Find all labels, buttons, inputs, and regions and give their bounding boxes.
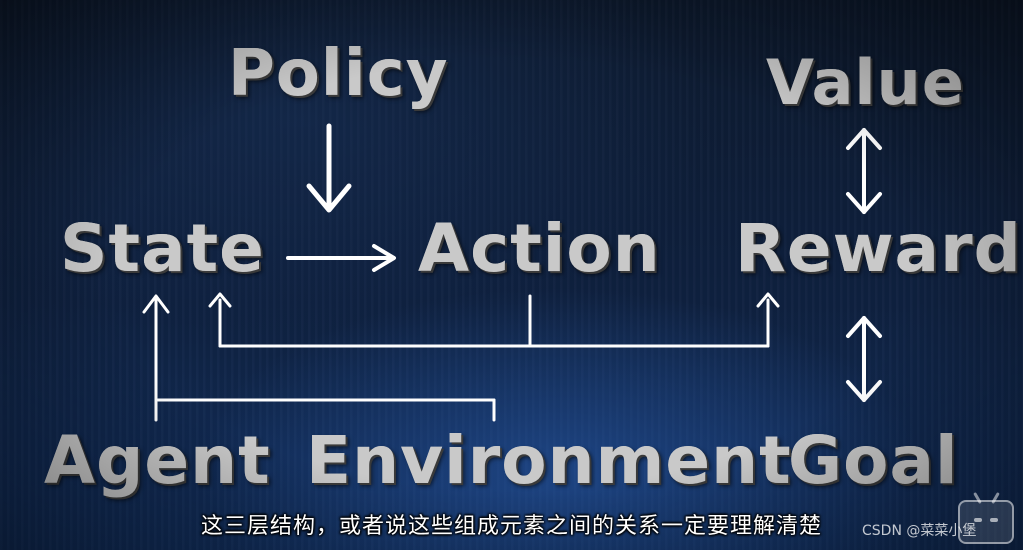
term-reward: Reward [735, 210, 1022, 287]
agent-environment-bracket [142, 294, 496, 422]
policy-to-action-arrow [306, 123, 352, 213]
value-reward-double-arrow [846, 128, 882, 214]
term-value: Value [766, 46, 965, 119]
term-action: Action [418, 210, 661, 287]
term-state: State [60, 210, 265, 287]
term-agent: Agent [44, 422, 271, 499]
bilibili-tv-icon [958, 500, 1014, 544]
term-environment: Environment [306, 422, 792, 499]
term-policy: Policy [228, 37, 449, 111]
reward-goal-double-arrow [846, 316, 882, 402]
state-to-action-arrow [286, 244, 396, 272]
watermark: CSDN @菜菜小堡 [862, 523, 977, 539]
video-subtitle: 这三层结构，或者说这些组成元素之间的关系一定要理解清楚 [200, 514, 822, 539]
action-feedback-bracket [208, 292, 780, 348]
term-goal: Goal [788, 422, 959, 499]
